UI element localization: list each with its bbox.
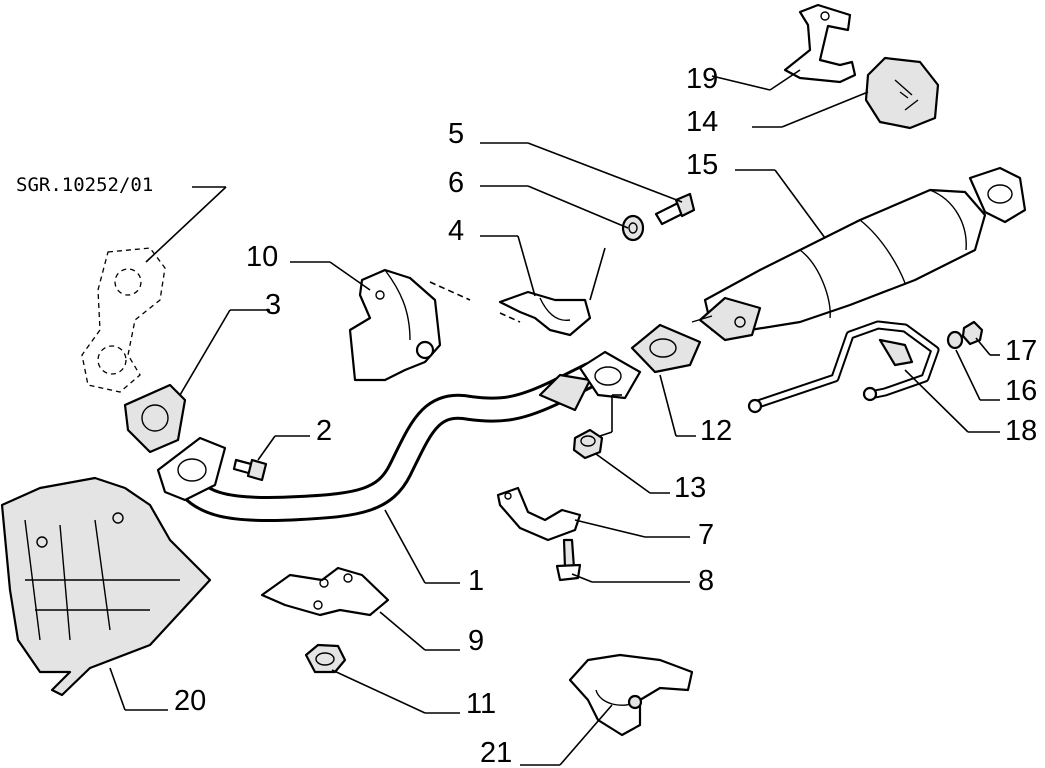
clamp-7 [496,486,582,542]
callout-18: 18 [1005,415,1037,447]
callout-2: 2 [316,415,332,447]
callout-3: 3 [265,289,281,321]
bolt-2 [232,458,268,482]
rubber-mount [864,56,940,130]
callout-17: 17 [1005,335,1037,367]
bracket-19 [783,3,857,84]
bolt-5 [654,192,696,226]
callout-13: 13 [674,472,706,504]
callout-10: 10 [246,241,278,273]
nut-13 [572,428,604,460]
manifold-flange-reference [81,247,166,393]
callout-15: 15 [686,149,718,181]
front-pipe [156,350,642,523]
washer-16 [946,330,964,350]
callout-20: 20 [174,685,206,717]
heat-shield [0,476,212,697]
bolt-8 [555,538,582,582]
catalytic-converter [691,166,1027,342]
callout-16: 16 [1005,375,1037,407]
gasket-3 [123,383,187,454]
callout-5: 5 [448,118,464,150]
clamp-4 [498,290,592,337]
callout-4: 4 [448,215,464,247]
plate-bracket-9 [260,566,390,617]
bracket-21 [568,653,694,737]
washer-6 [621,214,645,242]
gasket-12 [630,323,702,374]
nut-11 [304,643,347,674]
callout-11: 11 [466,688,496,720]
callout-12: 12 [700,415,732,447]
callout-21: 21 [480,737,512,768]
reference-code: SGR.10252/01 [16,174,153,196]
bracket-18 [747,320,940,414]
callout-1: 1 [468,565,484,597]
callout-6: 6 [448,167,464,199]
callout-7: 7 [698,519,714,551]
callout-14: 14 [686,106,718,138]
leader-lines [109,69,1000,766]
callout-19: 19 [686,63,718,95]
callout-8: 8 [698,565,714,597]
bracket-10 [348,268,442,382]
callout-9: 9 [468,625,484,657]
